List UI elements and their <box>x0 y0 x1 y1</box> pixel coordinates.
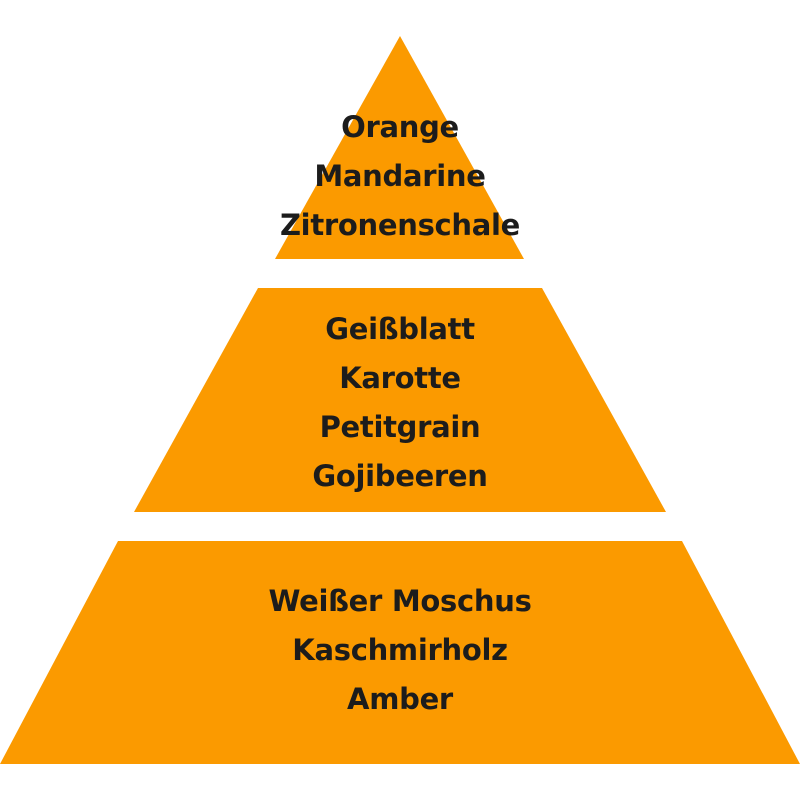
note: Weißer Moschus <box>268 584 532 618</box>
top-notes: Orange Mandarine Zitronenschale <box>0 103 800 250</box>
top-tier-shape <box>275 36 524 259</box>
note: Kaschmirholz <box>292 633 508 667</box>
middle-tier-shape <box>134 288 666 512</box>
note: Zitronenschale <box>279 208 521 242</box>
note: Amber <box>347 682 453 716</box>
note: Mandarine <box>314 159 486 193</box>
base-notes: Weißer Moschus Kaschmirholz Amber <box>0 577 800 724</box>
note: Geißblatt <box>325 312 475 346</box>
base-tier-shape <box>0 541 800 764</box>
note: Karotte <box>339 361 461 395</box>
note: Petitgrain <box>319 410 481 444</box>
note: Gojibeeren <box>312 459 488 493</box>
middle-notes: Geißblatt Karotte Petitgrain Gojibeeren <box>0 305 800 501</box>
note: Orange <box>341 110 459 144</box>
